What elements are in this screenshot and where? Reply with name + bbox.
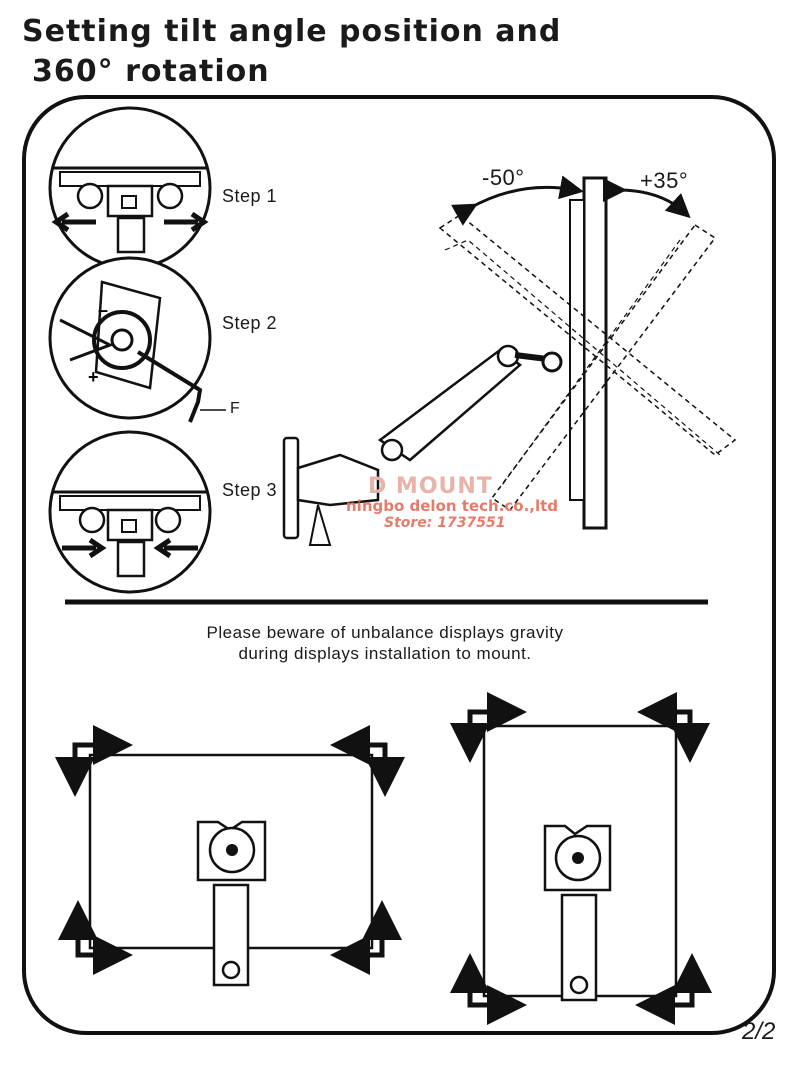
page-number: 2/2 xyxy=(742,1018,776,1045)
landscape-display-diagram xyxy=(55,725,405,987)
svg-text:+: + xyxy=(88,367,99,387)
step-3-diagram xyxy=(48,430,212,594)
tilt-forward-angle: +35° xyxy=(640,168,689,193)
watermark-store: Store: 1737551 xyxy=(384,515,506,531)
step-2-diagram: – + xyxy=(48,256,226,423)
watermark-company: ningbo delon tech.co.,ltd xyxy=(346,497,559,515)
notice-line-2: during displays installation to mount. xyxy=(238,644,532,663)
step-1-label: Step 1 xyxy=(222,186,278,206)
hex-key-label: F xyxy=(230,400,240,417)
step-2-label: Step 2 xyxy=(222,313,278,333)
title-line-1: Setting tilt angle position and xyxy=(22,14,562,49)
notice-line-1: Please beware of unbalance displays grav… xyxy=(206,623,564,642)
watermark-brand: D MOUNT xyxy=(368,474,493,499)
svg-text:–: – xyxy=(98,300,108,320)
step-3-label: Step 3 xyxy=(222,480,278,500)
page-title: Setting tilt angle position and 360° rot… xyxy=(22,12,561,92)
portrait-display-diagram xyxy=(450,692,712,1025)
title-line-2: 360° rotation xyxy=(32,54,270,89)
step-1-diagram xyxy=(48,106,212,270)
tilt-angle-diagram xyxy=(282,175,737,546)
tilt-back-angle: -50° xyxy=(482,165,525,190)
instruction-frame xyxy=(22,95,776,1035)
